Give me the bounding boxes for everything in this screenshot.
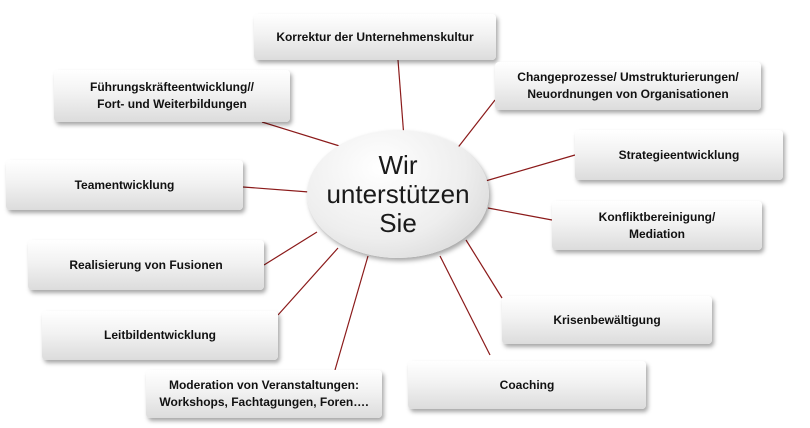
connector-changeprozesse <box>455 99 496 151</box>
connector-fusionen <box>263 231 318 266</box>
box-label: Neuordnungen von Organisationen <box>527 87 729 101</box>
box-changeprozesse: Changeprozesse/ Umstrukturierungen/ Neuo… <box>495 62 761 110</box>
box-label: Teamentwicklung <box>74 177 175 192</box>
box-leitbild: Leitbildentwicklung <box>42 311 278 360</box>
box-moderation: Moderation von Veranstaltungen: Workshop… <box>146 370 382 418</box>
box-team: Teamentwicklung <box>6 160 243 210</box>
box-label: Konfliktbereinigung/ <box>598 209 716 224</box>
connector-strategie <box>481 154 576 183</box>
connector-coaching <box>439 255 491 356</box>
connector-moderation <box>334 255 369 371</box>
connector-team <box>242 186 310 193</box>
hub-line: unterstützen <box>326 178 470 209</box>
box-label: Korrektur der Unternehmenskultur <box>276 29 474 44</box>
central-hub: Wir unterstützen Sie <box>307 130 489 258</box>
connector-krisen <box>465 239 503 299</box>
hub-line: Wir <box>378 149 418 180</box>
box-label: Coaching <box>499 377 555 392</box>
box-label: Realisierung von Fusionen <box>69 257 223 272</box>
connector-unternehmenskultur <box>397 59 405 139</box>
box-label: Leitbildentwicklung <box>103 328 216 342</box>
hub-line: Sie <box>379 207 417 238</box>
box-label: Mediation <box>629 226 685 241</box>
box-label: Strategieentwicklung <box>618 147 740 162</box>
box-label: Krisenbewältigung <box>553 312 661 327</box>
box-label: Fort- und Weiterbildungen <box>97 97 247 111</box>
box-label: Moderation von Veranstaltungen: <box>168 378 360 392</box>
box-label: Workshops, Fachtagungen, Foren…. <box>159 395 369 409</box>
box-fuehrung: Führungskräfteentwicklung// Fort- und We… <box>54 70 290 122</box>
box-fusionen: Realisierung von Fusionen <box>28 240 264 290</box>
box-krisen: Krisenbewältigung <box>502 296 712 344</box>
box-coaching: Coaching <box>408 361 646 409</box>
box-label: Changeprozesse/ Umstrukturierungen/ <box>517 70 739 84</box>
box-unternehmenskultur: Korrektur der Unternehmenskultur <box>254 14 496 60</box>
box-strategie: Strategieentwicklung <box>575 130 783 180</box>
connector-konflikt <box>487 207 553 221</box>
connector-leitbild <box>277 247 339 316</box>
box-konflikt: Konfliktbereinigung/ Mediation <box>552 201 762 250</box>
connector-fuehrung <box>261 121 347 149</box>
box-label: Führungskräfteentwicklung// <box>89 80 254 94</box>
